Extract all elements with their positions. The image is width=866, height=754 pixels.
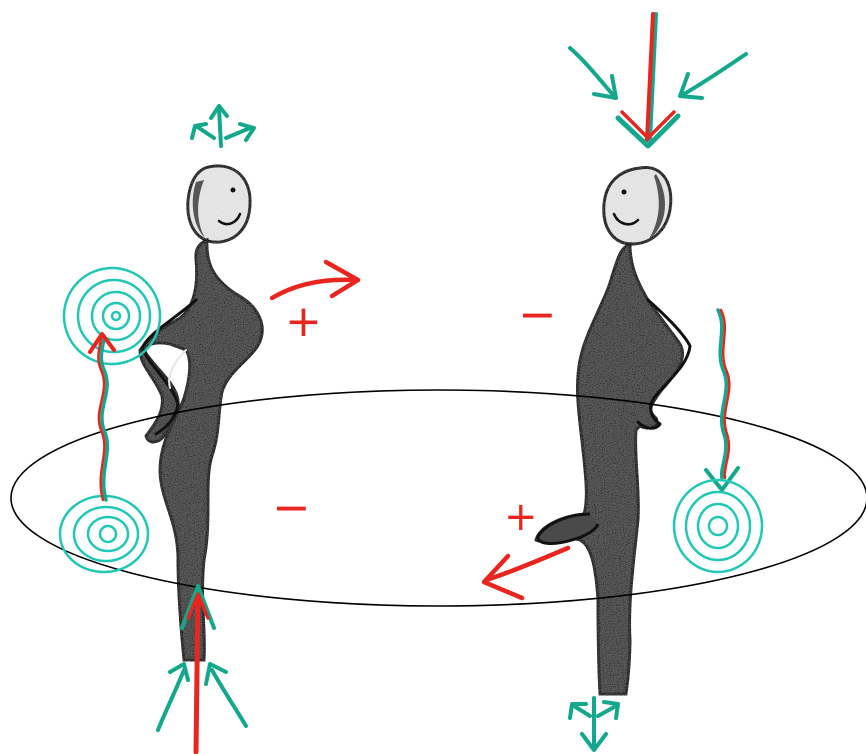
- right-top-red-arrow: [618, 14, 678, 146]
- right-hip-red-arrow: [484, 548, 568, 598]
- right-top-teal-arrows: [570, 48, 746, 98]
- right-bottom-teal-arrows: [570, 698, 618, 750]
- left-figure-eye: [231, 188, 236, 193]
- right-spiral-icon: [674, 480, 762, 572]
- left-rising-wavy-arrow: [90, 334, 114, 500]
- right-descending-wavy-arrow: [706, 310, 738, 490]
- left-lower-spiral-icon: [60, 496, 148, 572]
- right-figure: [536, 168, 690, 694]
- left-bottom-teal-arrows: [158, 664, 246, 730]
- left-chest-sign: +: [285, 296, 322, 347]
- left-figure: [140, 166, 262, 660]
- right-figure-eye: [622, 190, 627, 195]
- right-chest-sign: −: [518, 287, 557, 341]
- left-hip-sign: −: [272, 480, 311, 534]
- right-hip-sign: +: [504, 494, 538, 540]
- left-top-teal-arrows: [192, 106, 254, 146]
- left-chest-red-arrow: [272, 262, 358, 298]
